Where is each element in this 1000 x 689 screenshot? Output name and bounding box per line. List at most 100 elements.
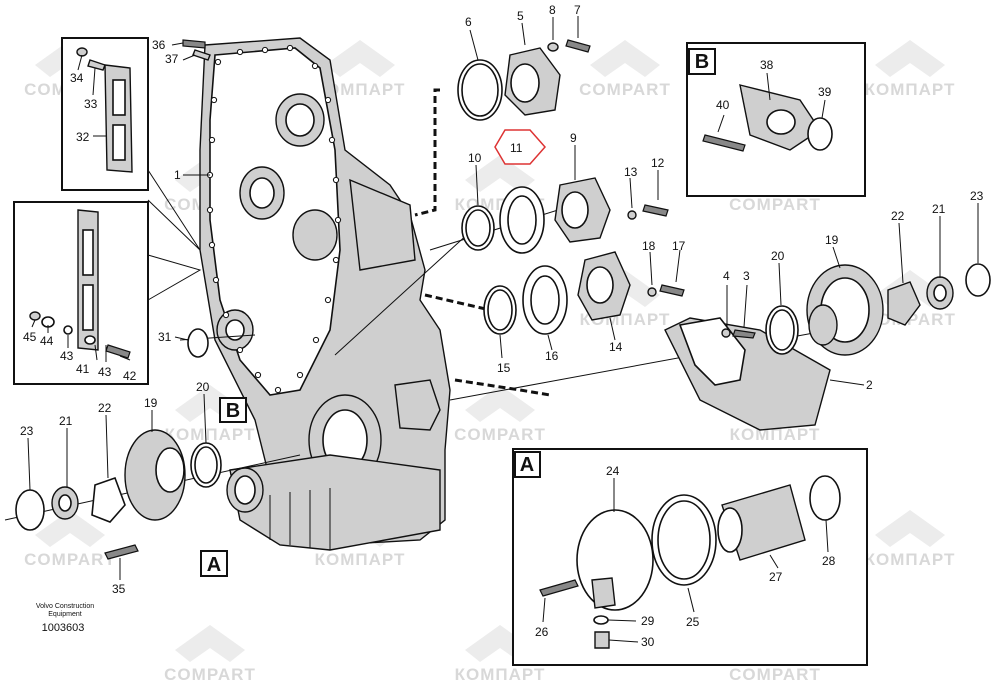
callout-22b: 22 [891, 209, 905, 223]
caption-line-2: Equipment [48, 611, 82, 618]
inset-sight-glass-top [61, 37, 201, 251]
leader-lines [27, 16, 979, 643]
watermark-text: COMPART [454, 425, 546, 444]
watermark-text: COMPART [729, 665, 821, 684]
callout-23a: 23 [20, 424, 34, 438]
washer-18 [647, 287, 657, 297]
bolt-hole [210, 96, 218, 104]
callout-22a: 22 [98, 401, 112, 415]
watermark-tile: COMPART [579, 40, 670, 99]
callout-30: 30 [641, 635, 655, 649]
document-number: 1003603 [42, 622, 85, 634]
bolt-26 [539, 579, 579, 597]
callout-5: 5 [517, 9, 524, 23]
callout-14: 14 [609, 340, 623, 354]
bolt-12 [642, 204, 669, 217]
bolt-hole [236, 48, 244, 56]
watermark-tile: КОМПАРТ [865, 40, 956, 99]
callout-31: 31 [158, 330, 172, 344]
watermark-tile: КОМПАРТ [865, 510, 956, 569]
callout-1: 1 [174, 168, 181, 182]
callout-39: 39 [818, 85, 832, 99]
callout-28: 28 [822, 554, 836, 568]
bolt-hole [324, 296, 332, 304]
washer-29 [593, 615, 609, 625]
o-ring-28 [809, 475, 841, 521]
watermark-text: КОМПАРТ [165, 425, 256, 444]
watermark-text: КОМПАРТ [455, 665, 546, 684]
callout-21a: 21 [59, 414, 73, 428]
highlight-part-11 [494, 129, 547, 165]
plug-30 [594, 631, 610, 649]
cover-24 [576, 509, 654, 611]
callout-11: 11 [510, 141, 523, 155]
callout-33: 33 [84, 97, 98, 111]
callout-16: 16 [545, 349, 559, 363]
bolt-hole [208, 241, 216, 249]
o-ring-31 [187, 328, 209, 358]
callout-6: 6 [465, 15, 472, 29]
callout-40: 40 [716, 98, 730, 112]
housing-bolt-pattern [206, 44, 342, 394]
callout-20a: 20 [196, 380, 210, 394]
bolt-hole [324, 96, 332, 104]
watermark-text: КОМПАРТ [865, 80, 956, 99]
document-footer: Volvo Construction Equipment 1003603 [36, 603, 94, 634]
callout-43a: 43 [60, 349, 74, 363]
watermark-tile: COMPART [454, 385, 546, 444]
bolt-3 [732, 329, 756, 339]
callout-19b: 19 [825, 233, 839, 247]
watermark-text: COMPART [729, 195, 821, 214]
watermark-text: КОМПАРТ [865, 550, 956, 569]
bolt-hole [312, 336, 320, 344]
watermark-text: COMPART [24, 550, 116, 569]
callout-34: 34 [70, 71, 84, 85]
callout-10: 10 [468, 151, 482, 165]
callout-36: 36 [152, 38, 166, 52]
bolt-hole [254, 371, 262, 379]
bolt-hole [236, 346, 244, 354]
callout-32: 32 [76, 130, 90, 144]
fitting-37 [192, 49, 211, 61]
bolt-hole [328, 136, 336, 144]
callout-3: 3 [743, 269, 750, 283]
callout-24: 24 [606, 464, 620, 478]
washer-13 [627, 210, 637, 220]
callout-27: 27 [769, 570, 783, 584]
bolt-hole [274, 386, 282, 394]
left-output-group [15, 328, 264, 560]
callout-numbers: 1 2 3 4 5 6 7 8 9 10 11 12 13 14 15 16 1… [20, 3, 984, 649]
bolt-hole [208, 136, 216, 144]
inset-sight-glass-side [13, 201, 202, 385]
callout-38: 38 [760, 58, 774, 72]
watermark-text: КОМПАРТ [730, 425, 821, 444]
callout-7: 7 [574, 3, 581, 17]
snap-ring-23b [965, 263, 991, 297]
callout-41: 41 [76, 362, 90, 376]
callout-23b: 23 [970, 189, 984, 203]
bolt-hole [222, 311, 230, 319]
callout-37: 37 [165, 52, 179, 66]
watermark-text: КОМПАРТ [315, 80, 406, 99]
callout-44: 44 [40, 334, 54, 348]
main-box-B: B [219, 397, 247, 423]
callout-43b: 43 [98, 365, 112, 379]
callout-2: 2 [866, 378, 873, 392]
watermark-text: COMPART [164, 665, 256, 684]
caption-line-1: Volvo Construction [36, 603, 94, 610]
watermark-tile: COMPART [164, 625, 256, 684]
sensor-36 [182, 39, 206, 49]
watermark-tile: КОМПАРТ [315, 40, 406, 99]
sensor-35 [104, 544, 139, 560]
bolt-17 [659, 284, 685, 297]
callout-20b: 20 [771, 249, 785, 263]
inset-A-letter: A [520, 454, 534, 476]
washer-4 [721, 328, 731, 338]
callout-12: 12 [651, 156, 665, 170]
callout-15: 15 [497, 361, 511, 375]
snap-ring-23a [15, 489, 45, 531]
watermark-tile: COMPART [24, 510, 116, 569]
callout-29: 29 [641, 614, 655, 628]
